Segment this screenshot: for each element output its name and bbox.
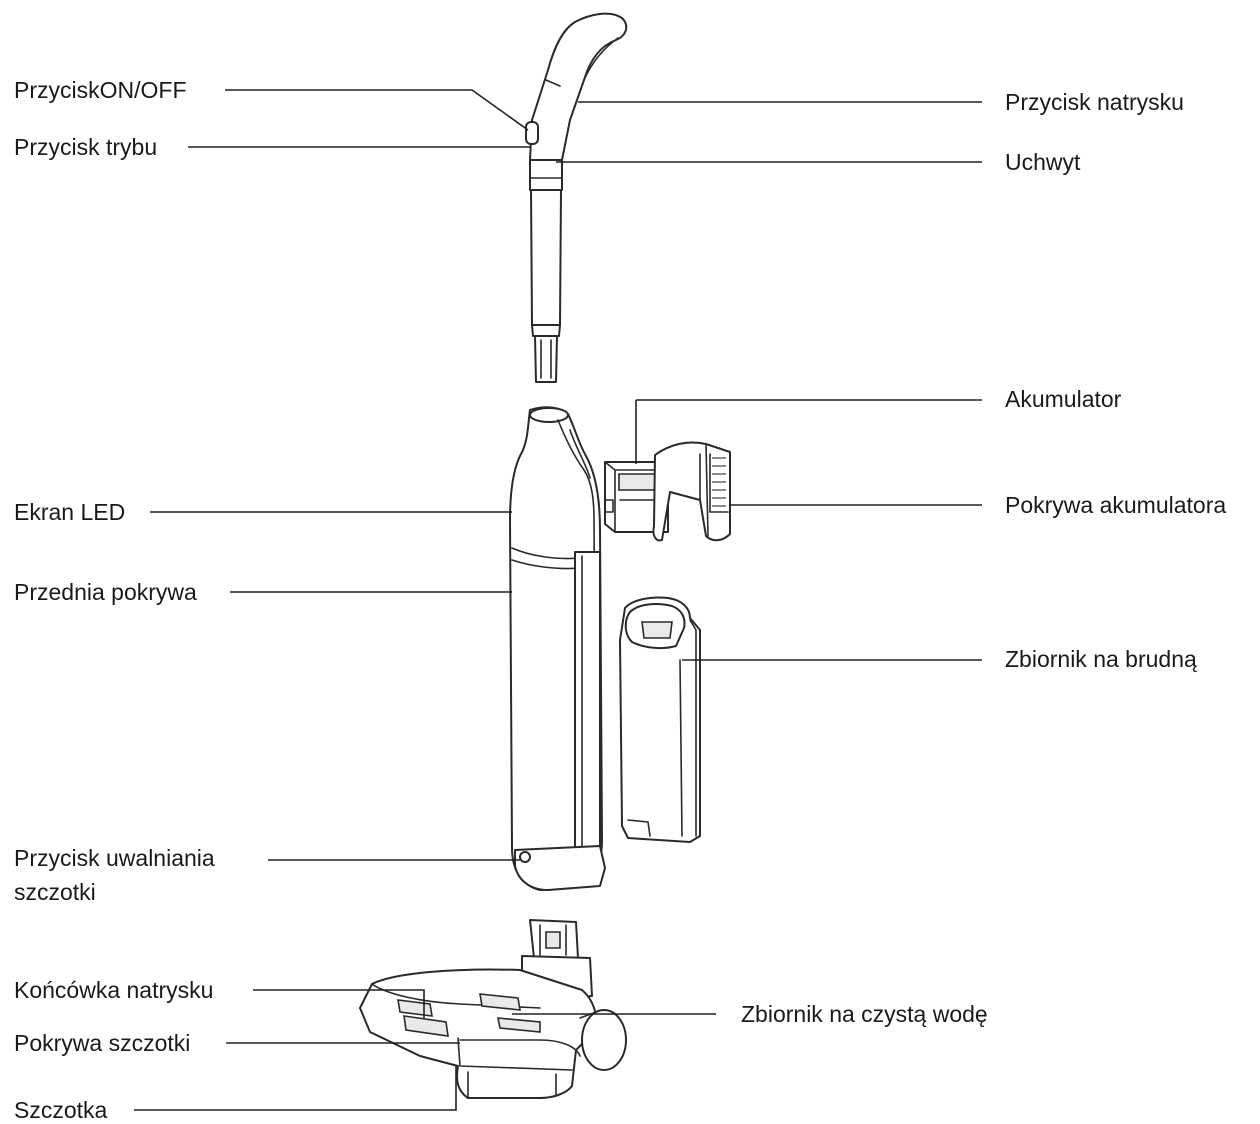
battery-cover-part xyxy=(652,441,731,542)
label-front-cover: Przednia pokrywa xyxy=(14,579,197,605)
label-brush: Szczotka xyxy=(14,1097,108,1123)
brush-head-part xyxy=(359,919,627,1099)
label-on-off-button: PrzyciskON/OFF xyxy=(14,77,187,103)
leader-battery xyxy=(635,399,982,464)
label-spray-nozzle: Końcówka natrysku xyxy=(14,977,214,1003)
label-led-screen: Ekran LED xyxy=(14,499,126,525)
leader-brush xyxy=(134,1066,457,1111)
leader-lines xyxy=(134,89,982,1111)
dirty-water-tank-part xyxy=(619,596,701,843)
label-mode-button: Przycisk trybu xyxy=(14,134,158,160)
label-brush-release-button: Przycisk uwalniania szczotki xyxy=(14,845,215,905)
main-body-part xyxy=(509,406,606,891)
label-battery-cover: Pokrywa akumulatora xyxy=(1005,492,1227,518)
label-clean-water-tank: Zbiornik na czystą wodę xyxy=(741,1001,988,1027)
label-spray-button: Przycisk natrysku xyxy=(1005,89,1184,115)
label-brush-cover: Pokrywa szczotki xyxy=(14,1030,191,1056)
leader-on-off xyxy=(225,89,529,131)
label-dirty-water-tank: Zbiornik na brudną xyxy=(1005,646,1197,672)
label-battery: Akumulator xyxy=(1005,386,1122,412)
handle-pole-part xyxy=(525,12,628,383)
label-handle: Uchwyt xyxy=(1005,149,1081,175)
leader-spray-nozzle xyxy=(253,989,425,1018)
